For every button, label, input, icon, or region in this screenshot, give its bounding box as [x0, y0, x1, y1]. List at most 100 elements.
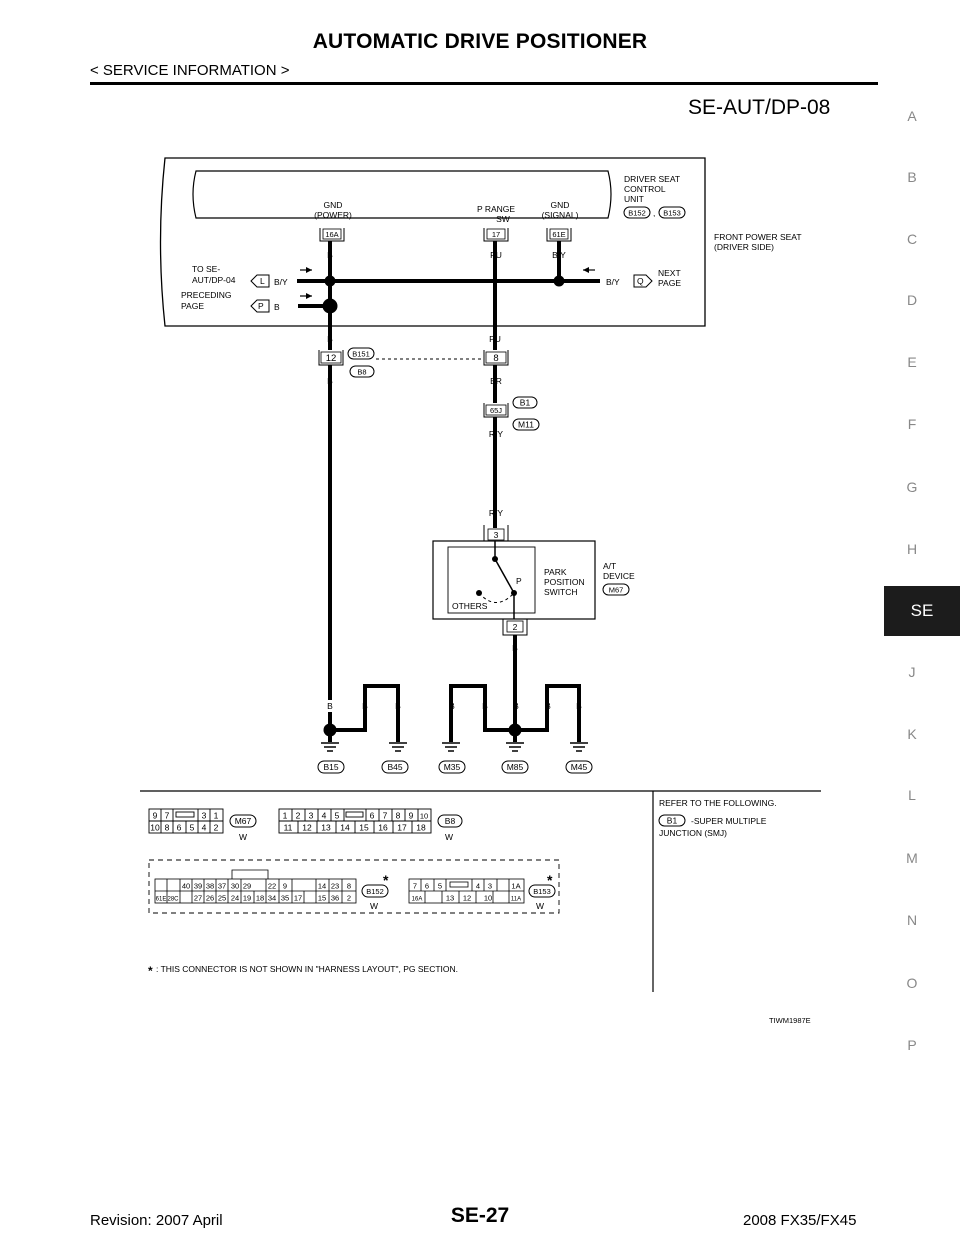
ground-symbols	[321, 742, 588, 752]
ground-b15	[317, 760, 345, 774]
footer-model: 2008 FX35/FX45	[743, 1212, 857, 1229]
unit-conn-b152-text: B152	[628, 209, 646, 218]
gnd-wire-b-6: B	[513, 701, 519, 711]
wire-label-by-left: B/Y	[274, 277, 288, 287]
svg-text:9: 9	[283, 882, 287, 891]
svg-text:6: 6	[370, 811, 375, 821]
svg-text:3: 3	[202, 811, 207, 821]
ground-b45	[381, 760, 409, 774]
connector-m67	[148, 808, 224, 834]
ground-m45-loop	[545, 684, 581, 742]
front-seat-label-1: FRONT POWER SEAT	[714, 232, 802, 242]
section-breadcrumb[interactable]: < SERVICE INFORMATION >	[90, 62, 290, 79]
side-index-m[interactable]: M	[906, 850, 918, 866]
connector-b8-label	[437, 814, 463, 828]
connector-b152-color: W	[370, 901, 378, 911]
svg-text:4: 4	[202, 823, 207, 833]
gnd-wire-b-1: B	[327, 701, 333, 711]
svg-text:36: 36	[331, 894, 339, 903]
svg-text:4: 4	[476, 882, 480, 891]
wire-label-b-2: B	[327, 334, 333, 344]
side-index-h[interactable]: H	[906, 541, 918, 557]
conn-b8	[349, 365, 375, 378]
terminal-17: 17	[483, 228, 509, 242]
svg-text:35: 35	[281, 894, 289, 903]
header-rule	[90, 82, 878, 85]
to-se-label-2: AUT/DP-04	[192, 275, 236, 285]
unit-conn-sep: ,	[653, 208, 655, 218]
ground-m45-text: M45	[571, 762, 588, 772]
side-index-o[interactable]: O	[906, 975, 918, 991]
side-index-e[interactable]: E	[907, 354, 917, 370]
side-index-a[interactable]: A	[907, 108, 917, 124]
park-switch-box	[447, 546, 536, 614]
svg-text:34: 34	[268, 894, 276, 903]
splice-1	[324, 275, 336, 287]
figure-id: TIWM1987E	[769, 1016, 811, 1025]
side-index-c[interactable]: C	[906, 231, 918, 247]
svg-text:B8: B8	[445, 816, 456, 826]
side-index-k[interactable]: K	[907, 726, 917, 742]
svg-text:7: 7	[165, 811, 170, 821]
svg-text:14: 14	[318, 882, 326, 891]
at-label-2: DEVICE	[603, 571, 635, 581]
svg-text:24: 24	[231, 894, 239, 903]
switch-label-1: PARK	[544, 567, 567, 577]
svg-text:2: 2	[214, 823, 219, 833]
svg-text:30: 30	[231, 882, 239, 891]
svg-text:16A: 16A	[412, 897, 423, 903]
svg-text:10: 10	[484, 894, 492, 903]
conn-b151-text: B151	[352, 350, 370, 359]
junction-65j: 65J	[483, 403, 509, 418]
unit-label-3: UNIT	[624, 194, 644, 204]
svg-text:17: 17	[294, 894, 302, 903]
svg-text:16A: 16A	[325, 230, 338, 239]
svg-text:B153: B153	[533, 887, 551, 896]
side-index-j[interactable]: J	[908, 664, 916, 680]
svg-text:1: 1	[283, 811, 288, 821]
svg-text:8: 8	[165, 823, 170, 833]
star-note: : THIS CONNECTOR IS NOT SHOWN IN "HARNES…	[156, 964, 458, 974]
svg-text:28C: 28C	[167, 897, 179, 903]
switch-arm	[494, 558, 515, 594]
side-index-n[interactable]: N	[906, 912, 918, 928]
flag-q	[633, 274, 653, 288]
svg-text:15: 15	[359, 823, 369, 833]
gnd-power-label-1: GND	[324, 200, 343, 210]
gnd-signal-label-2: (SIGNAL)	[542, 210, 579, 220]
conn-m67-text: M67	[609, 586, 624, 595]
connector-b8-color: W	[445, 832, 453, 842]
side-index-d[interactable]: D	[906, 292, 918, 308]
svg-text:M67: M67	[235, 816, 252, 826]
to-se-label-1: TO SE-	[192, 264, 220, 274]
svg-text:38: 38	[206, 882, 214, 891]
side-index-g[interactable]: G	[906, 479, 918, 495]
switch-pin-2: 2	[502, 619, 528, 636]
side-index-l[interactable]: L	[908, 787, 916, 803]
svg-text:2: 2	[513, 622, 518, 632]
prev-label-2: PAGE	[181, 301, 204, 311]
svg-text:19: 19	[243, 894, 251, 903]
ground-m45	[565, 760, 593, 774]
side-index-b[interactable]: B	[907, 169, 917, 185]
svg-text:7: 7	[383, 811, 388, 821]
svg-text:12: 12	[326, 353, 337, 364]
wire-label-b-left: B	[274, 302, 280, 312]
connector-b152	[154, 869, 357, 904]
conn-b151	[347, 347, 375, 360]
junction-12: 12	[318, 350, 344, 366]
gnd-power-label-2: (POWER)	[314, 210, 352, 220]
svg-text:B152: B152	[366, 887, 384, 896]
conn-m11-text: M11	[518, 420, 534, 430]
svg-text:14: 14	[340, 823, 350, 833]
refer-b1-box	[658, 814, 686, 827]
unit-label-1: DRIVER SEAT	[624, 174, 680, 184]
svg-text:8: 8	[396, 811, 401, 821]
side-index-f[interactable]: F	[907, 416, 917, 432]
side-index-p[interactable]: P	[907, 1037, 917, 1053]
svg-text:8: 8	[493, 353, 498, 364]
svg-text:29: 29	[243, 882, 251, 891]
diagram-code: SE-AUT/DP-08	[688, 96, 831, 119]
svg-text:26: 26	[206, 894, 214, 903]
side-index-se-active[interactable]: SE	[884, 586, 960, 636]
